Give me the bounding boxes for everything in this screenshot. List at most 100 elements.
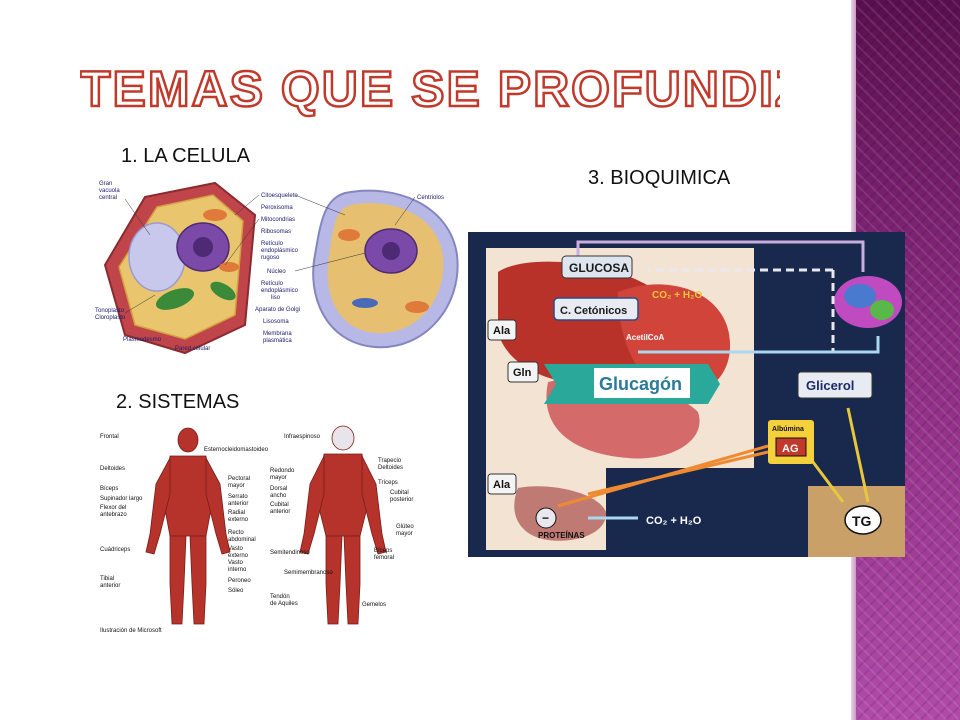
cell-label-12: Lisosoma	[263, 319, 289, 325]
muscle-label-m7: abdominal	[228, 537, 256, 543]
muscle-label-b2: mayor	[270, 475, 287, 481]
bio-glicerol: Glicerol	[806, 378, 854, 393]
orange-arrows	[557, 444, 769, 508]
cell-leader-lines	[124, 194, 416, 314]
muscle-label-r5: Glúteo	[396, 524, 414, 530]
biochem-diagram: GLUCOSA C. Cetónicos CO₂ + H₂O AcetilCoA…	[468, 232, 905, 557]
muscle-label-m13: Sóleo	[228, 588, 244, 594]
bio-co2-top: CO₂ + H₂O	[652, 290, 703, 301]
cell-label-3: Ribosomas	[261, 229, 291, 235]
muscle-label-r1: Deltoides	[378, 465, 403, 471]
cell-label-cloroplasto: Cloroplasto	[95, 315, 126, 321]
muscle-label-frontal: Frontal	[100, 434, 119, 440]
muscle-label-deltoides: Deltoides	[100, 466, 125, 472]
muscle-label-flexor: Flexor del	[100, 505, 126, 511]
cell-label-4: Retículo	[261, 241, 284, 247]
plant-cell	[103, 181, 257, 355]
bio-ala-bottom: Ala	[493, 479, 511, 491]
muscle-label-b3: Dorsal	[270, 486, 287, 492]
muscle-label-r7: Bíceps	[374, 548, 392, 554]
back-figure	[299, 425, 387, 625]
cell-label-gran: Gran	[99, 181, 112, 187]
muscle-label-b8: Semimembranoso	[284, 570, 333, 576]
cell-label-6: rugoso	[261, 255, 280, 261]
bio-ala-top: Ala	[493, 325, 511, 337]
section-label-celula: 1. LA CELULA	[121, 145, 250, 167]
muscle-label-r0: Trapecio	[378, 458, 402, 464]
muscle-label-b0: Infraespinoso	[284, 434, 321, 440]
cell-label-10: liso	[271, 295, 281, 301]
cell-label-9: endoplásmico	[261, 288, 299, 294]
front-figure	[145, 427, 231, 625]
muscle-label-biceps: Bíceps	[100, 486, 118, 492]
animal-cell	[312, 189, 459, 349]
muscle-label-b6: anterior	[270, 509, 290, 515]
muscle-label-r4: posterior	[390, 497, 413, 503]
cell-label-centriolos: Centriolos	[417, 195, 444, 201]
bio-proteinas: PROTEÍNAS	[538, 531, 585, 540]
bio-co2-bottom: CO₂ + H₂O	[646, 515, 702, 527]
cell-label-central: central	[99, 195, 117, 201]
muscle-label-m10: Vasto	[228, 560, 244, 566]
muscle-label-m12: Peroneo	[228, 578, 251, 584]
cell-label-1: Peroxisoma	[261, 205, 293, 211]
muscle-label-tibial: Tibial	[100, 576, 114, 582]
muscle-label-tibial-anterior: anterior	[100, 583, 120, 589]
muscle-label-b4: ancho	[270, 493, 287, 499]
muscle-label-b7: Semitendinoso	[270, 550, 310, 556]
muscle-label-antebrazo: antebrazo	[100, 512, 127, 518]
muscle-label-r3: Cubital	[390, 490, 409, 496]
muscle-label-m9: externo	[228, 553, 249, 559]
cell-label-pared: Pared celular	[175, 346, 210, 352]
muscle-label-m6: Recto	[228, 530, 244, 536]
yellow-arrows	[811, 407, 870, 503]
muscle-label-m1: mayor	[228, 483, 245, 489]
muscle-label-r8: femoral	[374, 555, 394, 561]
section-label-sistemas: 2. SISTEMAS	[116, 391, 240, 413]
bio-glucosa: GLUCOSA	[569, 261, 629, 275]
section-label-bioquimica: 3. BIOQUIMICA	[588, 167, 731, 189]
muscle-label-b9: Tendón	[270, 594, 290, 600]
muscle-label-m8: Vasto	[228, 546, 244, 552]
muscle-label-m0: Pectoral	[228, 476, 250, 482]
muscle-label-m3: anterior	[228, 501, 248, 507]
cell-label-tonoplasto: Tonoplasto	[95, 308, 125, 314]
muscle-label-b10: de Aquiles	[270, 601, 298, 607]
bio-glucagon: Glucagón	[599, 374, 682, 394]
muscle-label-b5: Cubital	[270, 502, 289, 508]
cell-diagram: Gran vacuola central Tonoplasto Cloropla…	[95, 181, 459, 355]
bio-ag: AG	[782, 443, 799, 455]
cell-label-0: Citoesqueleto	[261, 193, 298, 199]
cell-label-14: plasmática	[263, 338, 292, 344]
minus-sign: −	[542, 511, 549, 525]
bio-albumina: Albúmina	[772, 426, 804, 433]
muscle-credit: Ilustración de Microsoft	[100, 628, 162, 634]
muscle-label-m4: Radial	[228, 510, 245, 516]
slide-title: TEMAS QUE SE PROFUNDIZAN	[80, 60, 780, 118]
muscle-label-r2: Tríceps	[378, 480, 398, 486]
muscle-label-m2: Serrato	[228, 494, 248, 500]
muscle-label-b1: Redondo	[270, 468, 295, 474]
muscle-diagram: Frontal Esternocleidomastoideo Deltoides…	[100, 425, 414, 634]
cell-label-11: Aparato de Golgi	[255, 307, 300, 313]
muscle-label-esterno: Esternocleidomastoideo	[204, 447, 269, 453]
bio-acetilcoa: AcetilCoA	[626, 333, 664, 342]
muscle-label-r9: Gemelos	[362, 602, 386, 608]
dashed-arrows	[648, 268, 835, 352]
slide-title-text: TEMAS QUE SE PROFUNDIZAN	[80, 61, 780, 117]
cell-label-13: Membrana	[263, 331, 292, 337]
cell-label-8: Retículo	[261, 281, 284, 287]
bio-cetonicos: C. Cetónicos	[560, 305, 627, 317]
cell-label-plasmodesmo: Plasmodesmo	[123, 337, 162, 343]
bio-gln: Gln	[513, 367, 532, 379]
cell-label-7: Núcleo	[267, 269, 286, 275]
cell-label-5: endoplásmico	[261, 248, 299, 254]
bio-tg: TG	[852, 513, 872, 529]
muscle-label-r6: mayor	[396, 531, 413, 537]
muscle-label-supinador: Supinador largo	[100, 496, 143, 502]
muscle-label-m11: interno	[228, 567, 247, 573]
cell-label-2: Mitocondrias	[261, 217, 295, 223]
muscle-label-m5: externo	[228, 517, 249, 523]
blue-arrows	[588, 336, 880, 520]
cell-label-vacuola: vacuola	[99, 188, 120, 194]
